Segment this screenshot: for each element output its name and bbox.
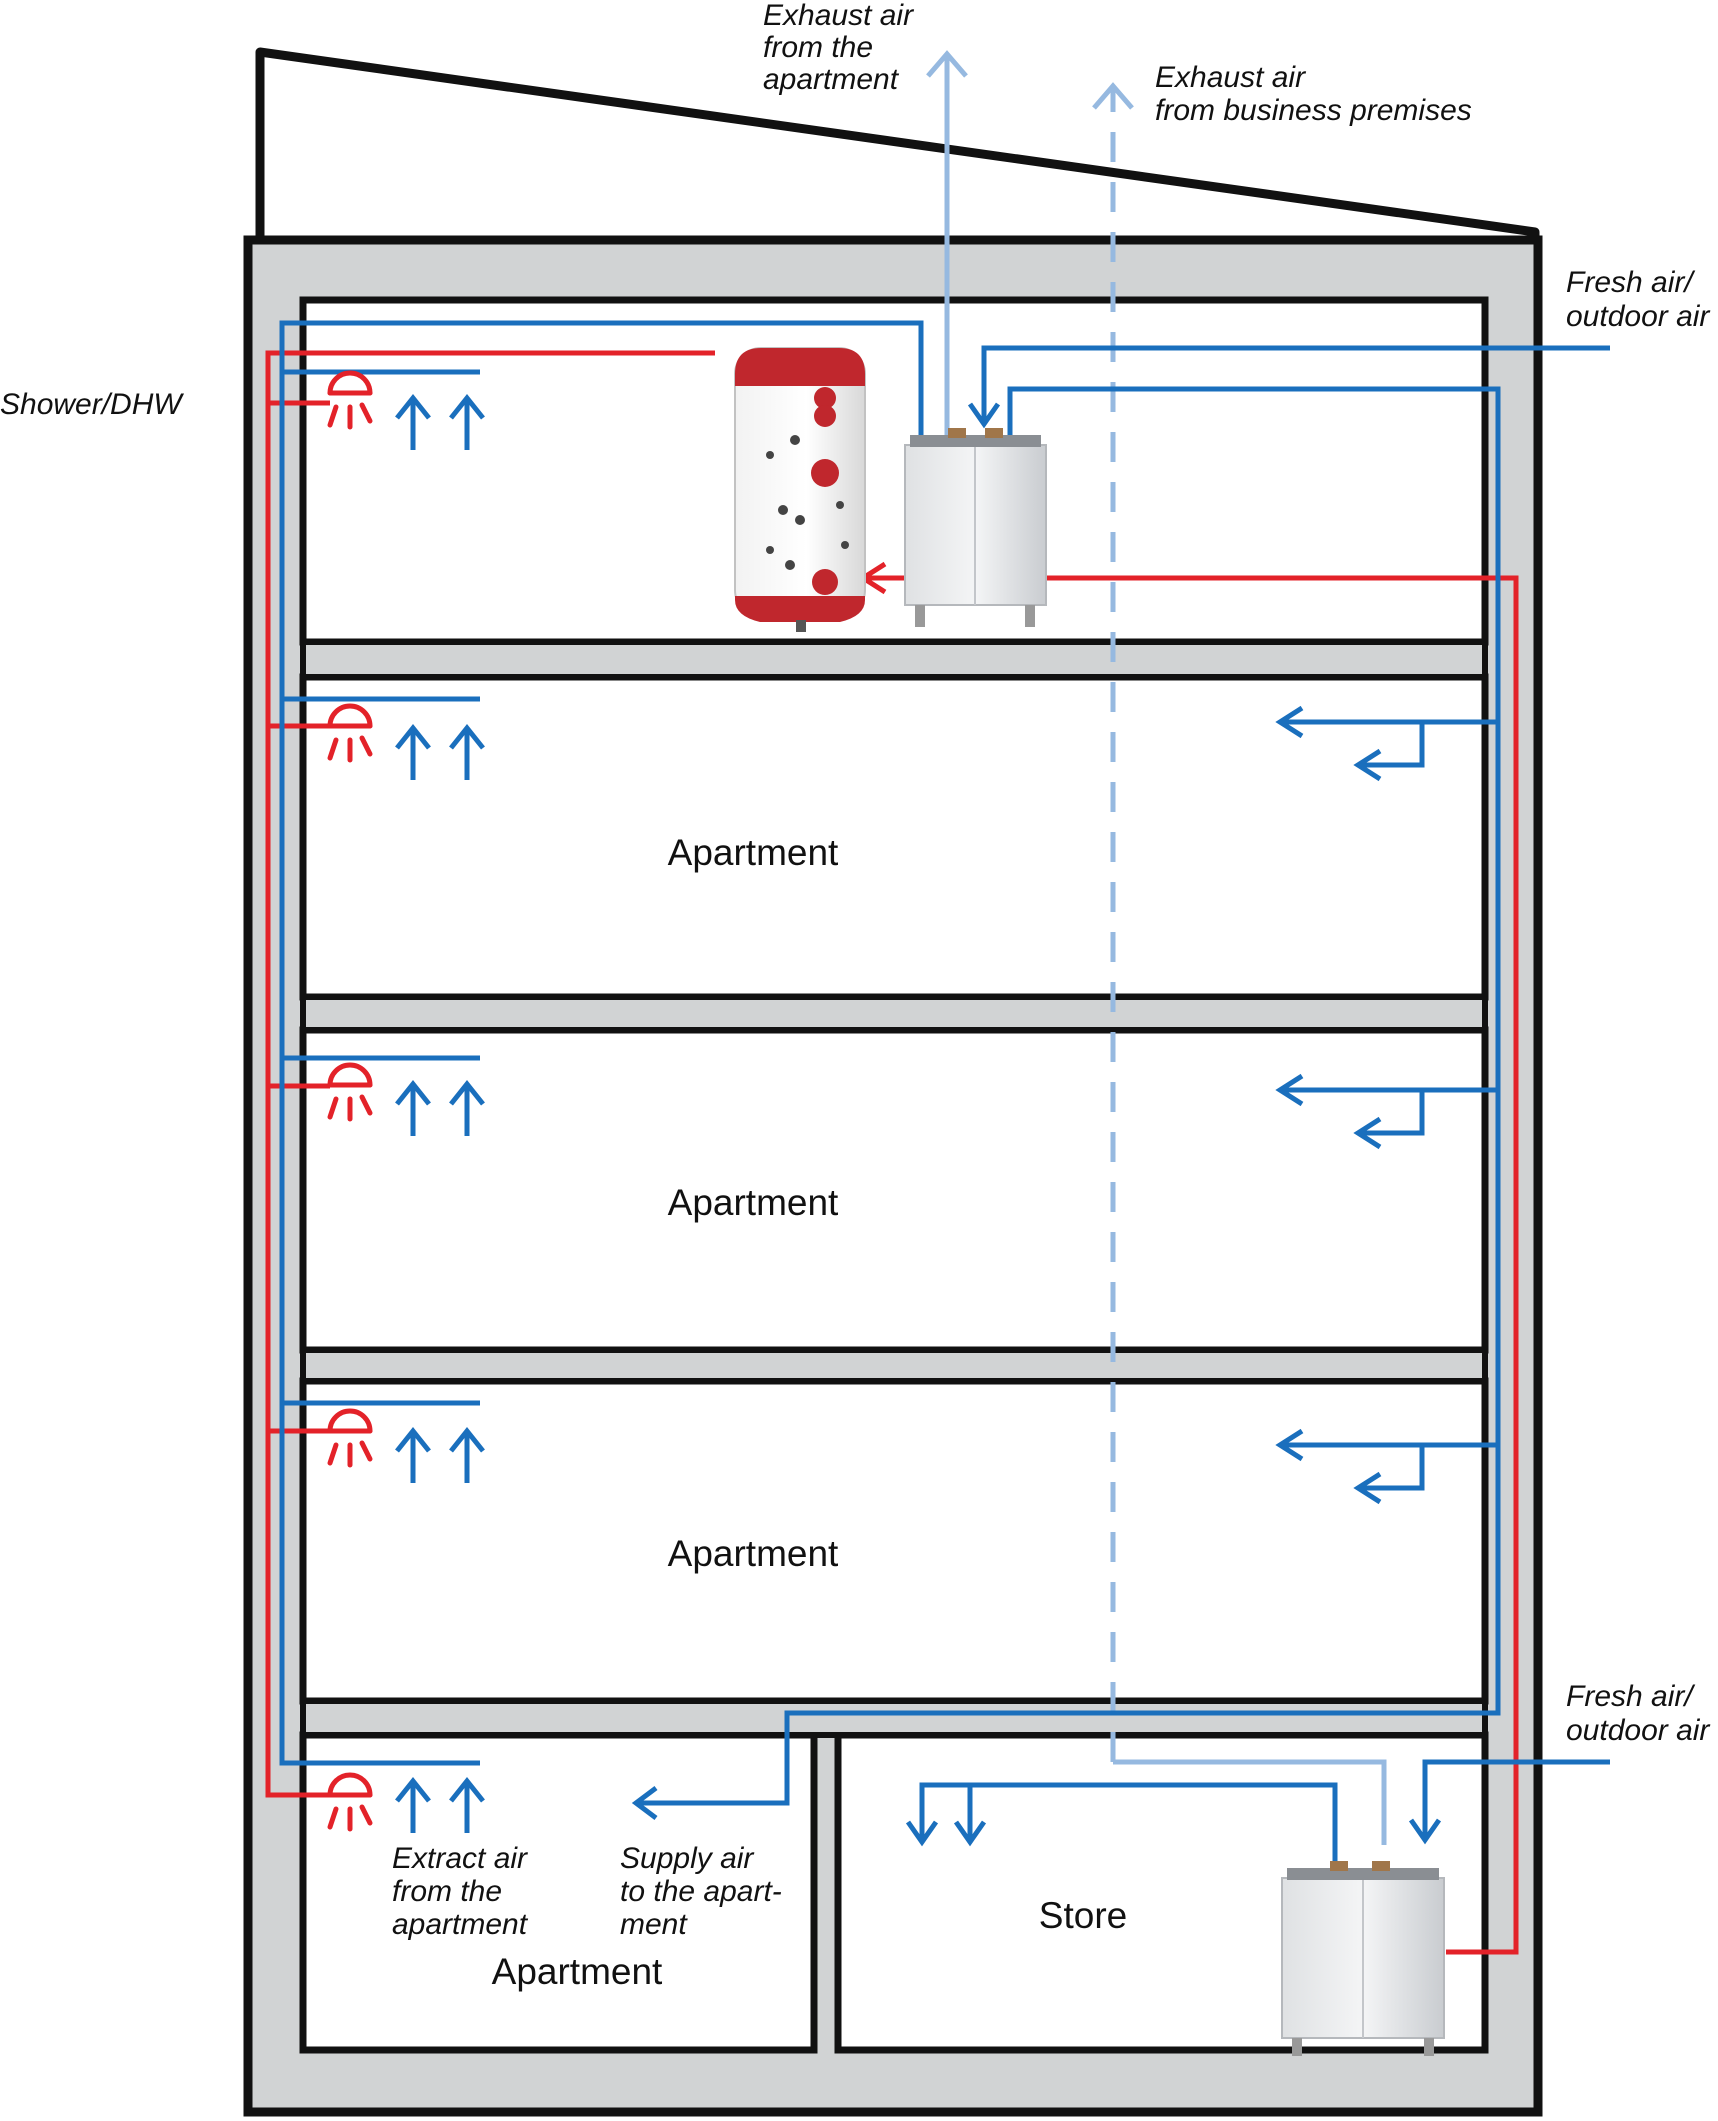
up-arrow-icon [449,723,485,780]
floor-apt-1 [299,673,1489,1001]
room-label-apartment-ground: Apartment [492,1951,663,1992]
left-arrow-icon [1353,1116,1382,1150]
down-arrow-icon [1408,1818,1442,1845]
exhaust-apartment-duct [926,50,968,435]
up-arrow-icon [449,1776,485,1833]
slab [300,1347,1488,1384]
extract-arrows [395,393,485,1833]
hot-water-tank-icon [734,347,866,632]
shower-icon [327,1062,373,1122]
room-label-apartment-1: Apartment [668,832,839,873]
up-arrow-icon [449,1426,485,1483]
floor-apt-3 [299,1377,1489,1705]
up-arrow-icon [926,50,968,78]
room-label-apartment-2: Apartment [668,1182,839,1223]
room-label-apartment-3: Apartment [668,1533,839,1574]
ventilation-unit-icon [904,428,1047,627]
shower-dhw-label: Shower/DHW [0,388,184,421]
room-label-store: Store [1039,1895,1127,1936]
left-arrow-icon [1353,1471,1382,1505]
supply-air-label: Supply air to the apart- ment [620,1842,790,1941]
shower-icon [327,1772,373,1832]
left-arrow-icon [1275,1428,1304,1462]
down-arrow-icon [967,402,1001,429]
left-arrow-icon [1275,1073,1304,1107]
slab [300,994,1488,1033]
up-arrow-icon [395,1079,431,1136]
left-arrow-icon [1353,748,1382,782]
shower-icon [327,1408,373,1468]
exhaust-business-duct [1092,82,1387,1845]
slab [300,1698,1488,1738]
ventilation-unit-icon [1281,1861,1445,2056]
shower-icon [327,370,373,430]
up-arrow-icon [395,1776,431,1833]
left-arrow-icon [631,1786,658,1820]
fresh-air-bottom-label: Fresh air/ outdoor air [1566,1680,1710,1747]
up-arrow-icon [449,393,485,450]
exhaust-apartment-label: Exhaust air from the apartment [763,0,921,96]
extract-air-label: Extract air from the apartment [392,1842,535,1941]
supply-extract-ducts [279,320,1610,1865]
left-arrow-icon [1275,705,1304,739]
fresh-air-top-label: Fresh air/ outdoor air [1566,266,1710,333]
exhaust-business-label: Exhaust air from business premises [1155,61,1472,127]
floor-top [299,296,1489,646]
building-shell [243,47,1543,2117]
up-arrow-icon [395,723,431,780]
shower-icon [327,703,373,763]
up-arrow-icon [395,393,431,450]
room-apt-ground [299,1731,818,2054]
down-arrow-icon [905,1820,939,1847]
up-arrow-icon [449,1079,485,1136]
up-arrow-icon [395,1426,431,1483]
down-arrow-icon [953,1820,987,1847]
floor-apt-2 [299,1026,1489,1354]
slab [300,639,1488,680]
up-arrow-icon [1092,82,1134,110]
